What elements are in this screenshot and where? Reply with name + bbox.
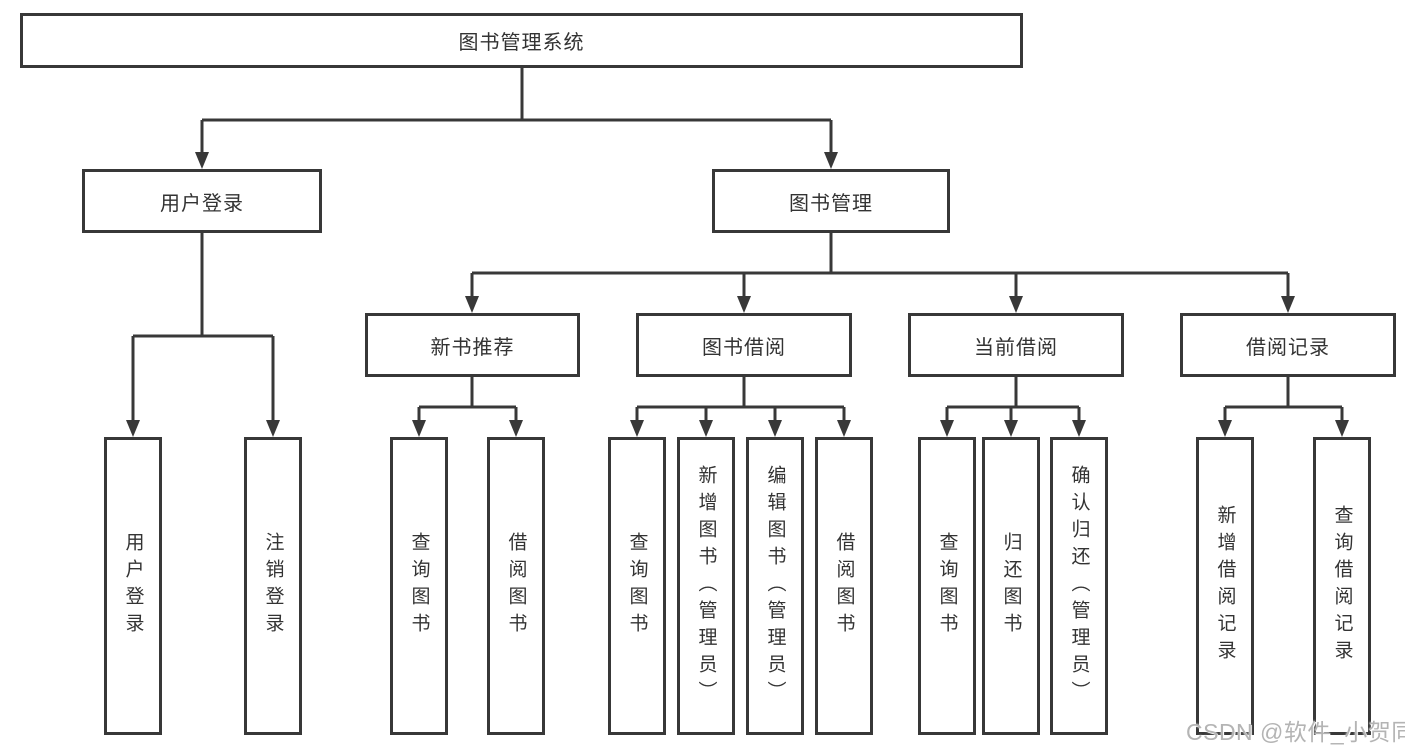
node-label: 当前借阅 [974,336,1058,359]
leaf-confirm-return-admin: 确认归还（管理员） [1050,437,1108,735]
leaf-label: 注销登录 [262,532,284,640]
node-label: 用户登录 [160,192,244,215]
leaf-label: 新增借阅记录 [1214,505,1236,667]
node-borrowing-records: 借阅记录 [1180,313,1396,377]
leaf-query-borrow-record: 查询借阅记录 [1313,437,1371,735]
node-label: 图书管理系统 [458,32,585,54]
node-label: 图书管理 [789,192,873,215]
leaf-add-borrow-record: 新增借阅记录 [1196,437,1254,735]
node-book-borrowing: 图书借阅 [636,313,852,377]
node-book-management: 图书管理 [712,169,950,233]
node-user-login: 用户登录 [82,169,322,233]
leaf-label: 确认归还（管理员） [1068,464,1090,708]
leaf-edit-books-admin: 编辑图书（管理员） [746,437,804,735]
node-label: 借阅记录 [1246,336,1330,359]
leaf-label: 借阅图书 [833,532,855,640]
leaf-logout-login: 注销登录 [244,437,302,735]
leaf-label: 归还图书 [1000,532,1022,640]
leaf-borrow-books-borrowing: 借阅图书 [815,437,873,735]
leaf-user-login: 用户登录 [104,437,162,735]
leaf-label: 查询图书 [408,532,430,640]
leaf-label: 查询借阅记录 [1331,505,1353,667]
leaf-label: 查询图书 [936,532,958,640]
leaf-label: 新增图书（管理员） [695,464,717,708]
leaf-borrow-books-recommend: 借阅图书 [487,437,545,735]
leaf-add-books-admin: 新增图书（管理员） [677,437,735,735]
node-library-management-system: 图书管理系统 [20,13,1023,68]
leaf-label: 用户登录 [122,532,144,640]
node-label: 新书推荐 [430,336,515,359]
leaf-label: 借阅图书 [505,532,527,640]
leaf-return-books: 归还图书 [982,437,1040,735]
leaf-label: 编辑图书（管理员） [764,464,786,708]
leaf-query-books-borrowing: 查询图书 [608,437,666,735]
leaf-query-books-recommend: 查询图书 [390,437,448,735]
leaf-label: 查询图书 [626,532,648,640]
csdn-watermark: CSDN @软件_小贺同学 [1186,719,1405,745]
leaf-query-books-current: 查询图书 [918,437,976,735]
node-current-borrowing: 当前借阅 [908,313,1124,377]
node-label: 图书借阅 [702,336,786,359]
node-new-book-recommendation: 新书推荐 [365,313,580,377]
